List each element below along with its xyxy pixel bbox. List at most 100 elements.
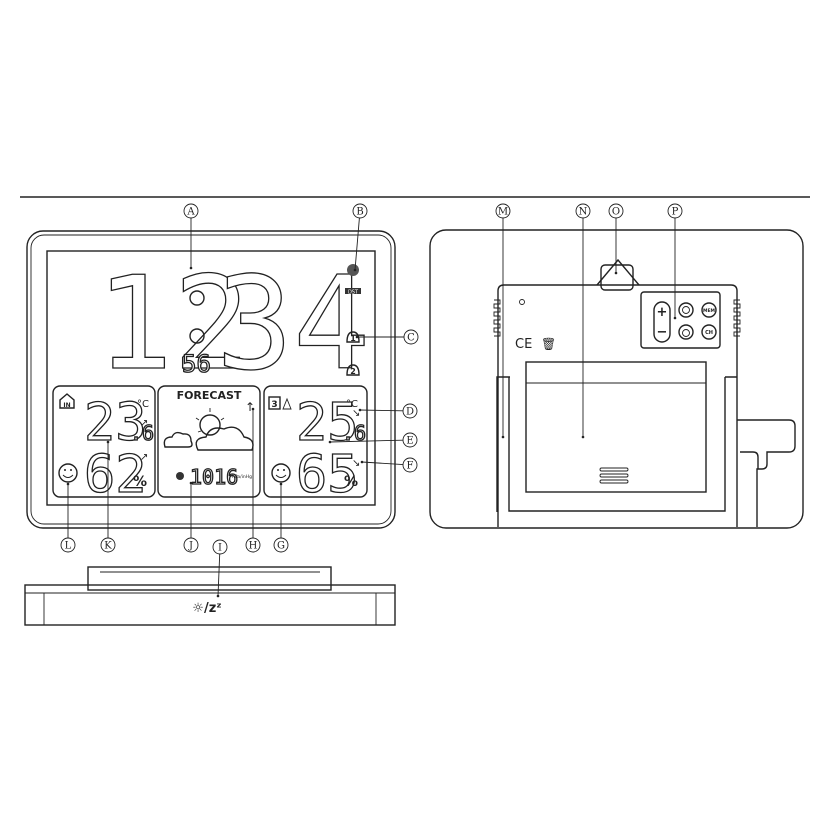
mem-button[interactable] <box>701 302 717 318</box>
alarm1-number: 1 <box>350 334 356 343</box>
plus-minus-button[interactable] <box>653 301 671 343</box>
indoor-label: IN <box>63 402 70 409</box>
callout-circle-e <box>402 432 418 448</box>
callout-dot-n <box>581 435 585 439</box>
callout-dot-k <box>106 440 110 444</box>
time-hours: 12 <box>96 250 250 399</box>
callout-circle-n <box>575 203 591 219</box>
lcd-screen <box>46 250 376 506</box>
callout-circle-b <box>352 203 368 219</box>
pressure-trend-arrow-icon: ↑ <box>245 400 255 414</box>
callout-dot-d <box>358 408 362 412</box>
plus-label: + <box>657 305 668 320</box>
alarm2-number: 2 <box>350 367 356 376</box>
battery-cover[interactable] <box>525 361 707 493</box>
callout-circle-m <box>495 203 511 219</box>
home-icon <box>59 393 75 409</box>
callout-dot-j <box>189 481 193 485</box>
battery-grip-3 <box>599 479 629 484</box>
callout-circle-d <box>402 403 418 419</box>
pressure-icon <box>176 472 184 480</box>
outdoor-humidity-unit: % <box>344 474 358 490</box>
reset-hole <box>519 299 525 305</box>
colon-dot-bottom <box>189 328 205 344</box>
dst-label: DST <box>348 290 359 296</box>
callout-dot-f <box>360 460 364 464</box>
ce-mark: CE <box>515 337 532 352</box>
callout-leader-d <box>359 409 404 412</box>
right-vents <box>733 299 741 337</box>
callout-label-e: E <box>406 436 413 447</box>
callout-dot-i <box>216 594 220 598</box>
humidity-trend-arrow-icon: ↗ <box>140 452 148 463</box>
alarm-button[interactable] <box>678 324 694 340</box>
back-frame <box>429 229 804 529</box>
callout-label-l: L <box>65 541 72 552</box>
ch-button[interactable] <box>701 324 717 340</box>
callout-circle-c <box>403 329 419 345</box>
back-view: CE 🗑 + − MEM CH <box>429 229 804 529</box>
callout-label-h: H <box>249 541 258 552</box>
callout-circle-o <box>608 203 624 219</box>
pressure-value: 1016 <box>190 465 238 489</box>
callout-circle-g <box>273 537 289 553</box>
time-minutes: 34 <box>216 250 370 399</box>
back-plate <box>497 284 738 527</box>
callout-dot-l <box>66 482 70 486</box>
callout-label-c: C <box>407 333 415 344</box>
mem-label: MEM <box>703 308 716 314</box>
callout-dot-b <box>353 268 357 272</box>
callout-label-a: A <box>186 207 195 218</box>
indoor-temp-decimal: .6 <box>130 421 154 445</box>
callout-label-m: M <box>498 207 508 218</box>
front-view: 12 34 56 DST 1 2 IN 23 .6 °C ↗ 62 % ↗ FO… <box>26 230 396 529</box>
alarm-clock-icon <box>682 329 690 337</box>
callout-circle-l <box>60 537 76 553</box>
bottom-view: ☼/zᶻ <box>24 566 396 626</box>
alarm2-bell-icon <box>346 364 360 376</box>
indoor-comfort-smiley-icon <box>58 463 78 483</box>
backlight-snooze-label: ☼/zᶻ <box>192 601 221 616</box>
colon-dot-top <box>189 290 205 306</box>
callout-dot-p <box>673 316 677 320</box>
radio-signal-icon <box>347 264 359 276</box>
channel-icon <box>268 396 281 410</box>
indoor-temp-unit: °C <box>137 399 149 410</box>
forecast-title: FORECAST <box>177 389 242 402</box>
time-seconds: 56 <box>182 350 211 378</box>
callout-leader-b <box>354 217 360 271</box>
left-vents <box>493 299 501 337</box>
callout-label-k: K <box>104 541 112 552</box>
indoor-panel <box>52 385 156 498</box>
light-button[interactable] <box>678 302 694 318</box>
callout-dot-c <box>355 335 359 339</box>
outdoor-tree-icon <box>282 397 292 410</box>
callout-circle-j <box>183 537 199 553</box>
callout-circle-h <box>245 537 261 553</box>
pressure-unit: hPa/inHg <box>232 474 252 480</box>
callout-label-g: G <box>277 541 285 552</box>
indoor-humidity-unit: % <box>133 474 147 490</box>
outdoor-temp: 25 <box>296 393 359 453</box>
ch-label: CH <box>705 330 713 336</box>
callout-label-i: I <box>218 543 222 554</box>
outdoor-temp-trend-icon: ↘ <box>352 408 360 419</box>
callout-label-d: D <box>406 407 414 418</box>
front-frame <box>26 230 396 529</box>
outdoor-humidity: 65 <box>296 445 359 505</box>
callout-dot-o <box>614 271 618 275</box>
hanging-hook <box>596 258 640 286</box>
callout-circle-k <box>100 537 116 553</box>
dst-badge <box>345 288 361 294</box>
channel-number: 3 <box>271 400 277 410</box>
indoor-humidity: 62 <box>84 445 147 505</box>
outdoor-temp-unit: °C <box>346 399 358 410</box>
callout-circle-p <box>667 203 683 219</box>
button-panel <box>640 291 721 349</box>
callout-dot-a <box>189 266 193 270</box>
callout-leader-i <box>217 553 221 597</box>
callout-label-n: N <box>579 207 588 218</box>
